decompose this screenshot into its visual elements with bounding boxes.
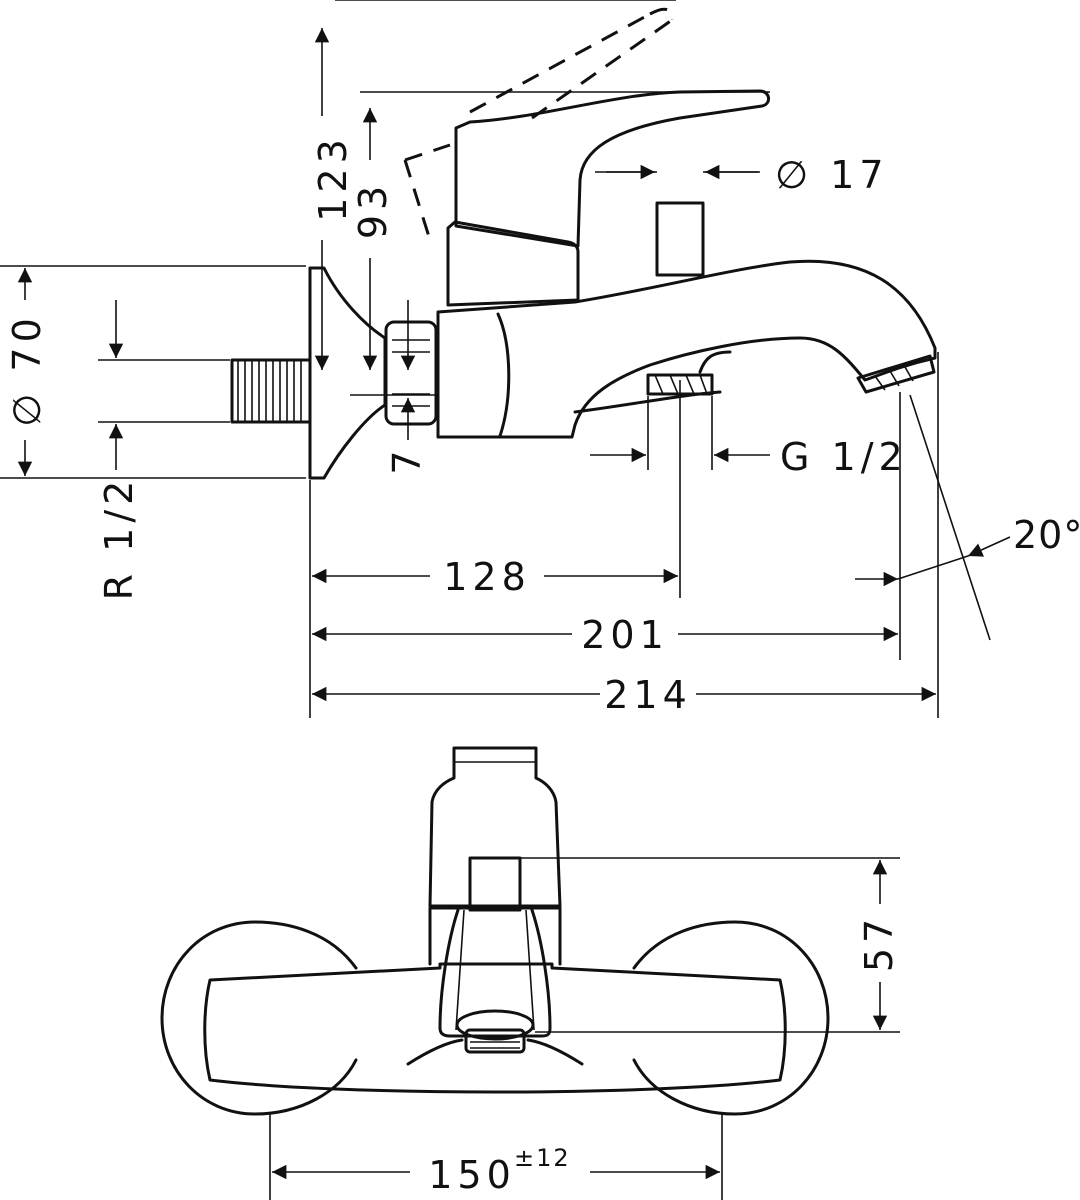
dim-rosette-diameter-label: ∅ 70 [5, 313, 49, 427]
dim-diverter-diameter-label: ∅ 17 [775, 153, 889, 197]
mixer-body-front [203, 962, 787, 1094]
dim-nut-label: 7 [385, 445, 429, 474]
side-view: 123 93 ∅ 17 ∅ 70 R 1/2 7 G 1/2 20° 128 2… [0, 0, 1080, 718]
dim-height-spout-label: 93 [351, 181, 395, 239]
front-view: 57 150 ±12 [160, 746, 901, 1200]
extension-lines [0, 0, 991, 718]
union-nut [384, 320, 438, 426]
outlet-aerator [856, 354, 936, 394]
dim-angle-label: 20° [1013, 513, 1080, 557]
cartridge-housing-front [428, 906, 562, 966]
dim-front-height-label: 57 [857, 914, 901, 972]
mixer-body-spout [436, 259, 937, 439]
lever-handle-front [428, 746, 562, 908]
dim-centres-label: 150 [428, 1153, 516, 1197]
left-escutcheon [160, 920, 358, 1116]
dim-projection-label: 201 [581, 613, 669, 657]
dimension-lines [17, 27, 1011, 702]
diverter-knob-front [468, 856, 522, 912]
right-escutcheon [632, 920, 830, 1116]
shower-connector [646, 373, 714, 396]
dim-outlet-position-label: 128 [443, 555, 531, 599]
dim-height-total-label: 123 [311, 134, 355, 222]
lever-handle [454, 89, 770, 248]
dim-length-label: 214 [604, 673, 692, 717]
dim-centres-tolerance-label: ±12 [514, 1144, 571, 1172]
dim-outlet-thread-label: G 1/2 [780, 435, 908, 479]
threaded-inlet [230, 358, 312, 424]
dim-thread-inlet-label: R 1/2 [97, 476, 141, 601]
outlet-aerator-front [455, 1009, 535, 1054]
diverter-knob [655, 201, 705, 277]
lever-handle-open-position [403, 7, 674, 241]
